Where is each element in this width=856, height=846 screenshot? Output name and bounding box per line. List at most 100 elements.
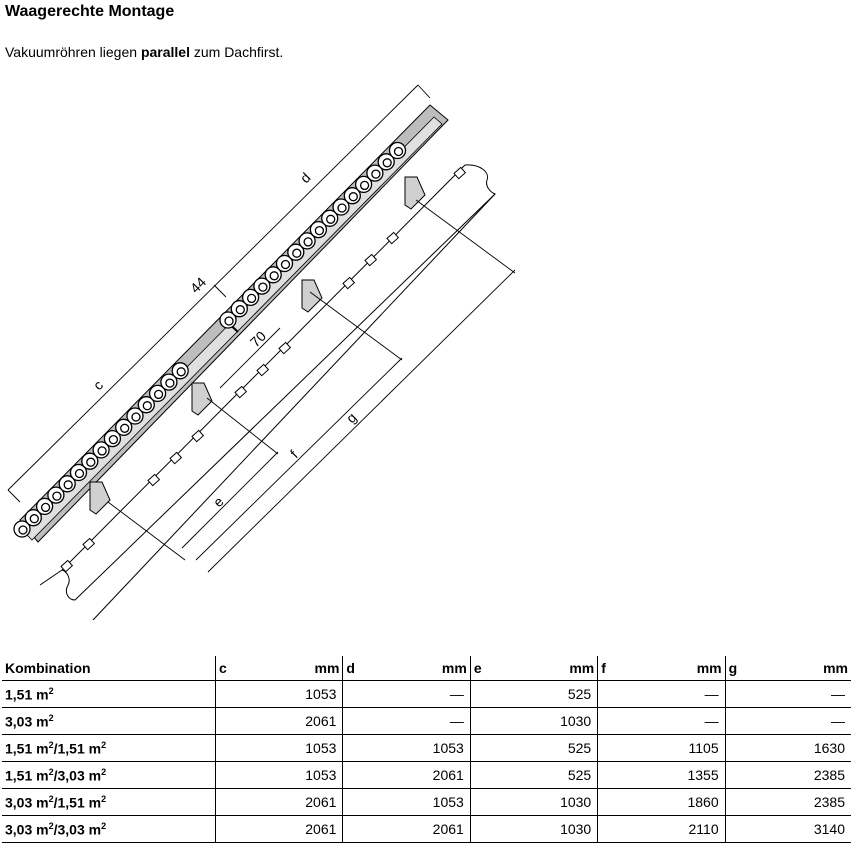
superscript: 2 (48, 685, 54, 696)
row-label-separator: / (53, 821, 58, 838)
header-col-f: f mm (597, 656, 726, 681)
vacuum-tube-inner (235, 305, 245, 315)
vacuum-tubes (13, 141, 407, 538)
vacuum-tube-inner (359, 180, 370, 191)
label-44: 44 (187, 274, 209, 296)
header-col-e: e mm (469, 656, 598, 681)
cell-e: 525 (469, 680, 598, 708)
cell-c: 2061 (214, 788, 343, 816)
header-kombination: Kombination (2, 656, 216, 681)
header-letter: e (473, 660, 482, 676)
cell-c: 2061 (214, 707, 343, 735)
vacuum-tube-inner (176, 367, 186, 377)
roof-outline (39, 164, 496, 621)
vacuum-tube-inner (269, 271, 279, 281)
cell-g: 2385 (724, 788, 851, 816)
vacuum-tube-inner (108, 434, 119, 445)
vacuum-tube-inner (131, 412, 141, 422)
cell-g: 3140 (724, 815, 851, 843)
cell-d: — (342, 680, 471, 708)
vacuum-tube-inner (40, 502, 51, 513)
header-unit: mm (569, 660, 595, 676)
label-70: 70 (247, 328, 269, 350)
header-letter: f (601, 660, 606, 676)
row-label: 3,03 m2 (2, 707, 216, 735)
label-c: c (90, 377, 106, 393)
vacuum-tube-inner (74, 468, 85, 479)
superscript: 2 (101, 820, 107, 831)
row-label-first: 3,03 m (5, 821, 49, 838)
cell-f: — (597, 680, 726, 708)
row-label: 1,51 m2 (2, 680, 216, 708)
cell-e: 1030 (469, 707, 598, 735)
header-unit: mm (823, 660, 848, 676)
cell-d: 2061 (342, 761, 471, 789)
superscript: 2 (101, 766, 107, 777)
vacuum-tube-inner (97, 446, 107, 456)
cell-g: 2385 (724, 761, 851, 789)
row-label-second: 1,51 m (57, 794, 102, 811)
vacuum-tube-inner (314, 225, 325, 236)
header-col-c: c mm (214, 656, 343, 681)
vacuum-tube-inner (29, 514, 39, 524)
vacuum-tube-inner (382, 158, 392, 168)
vacuum-tube-inner (18, 525, 28, 535)
vacuum-tube-inner (120, 423, 130, 433)
superscript: 2 (48, 766, 54, 777)
row-label-separator: / (53, 794, 58, 811)
row-label: 3,03 m2/1,51 m2 (2, 788, 216, 816)
mounting-diagram: d c 44 70 g f e (7, 84, 516, 621)
mounting-brackets (89, 176, 426, 515)
cell-g: 1630 (724, 734, 851, 762)
cell-d: 1053 (342, 788, 471, 816)
label-e: e (210, 493, 227, 510)
vacuum-tube-inner (165, 378, 175, 388)
cell-g: — (724, 707, 851, 735)
header-col-d: d mm (342, 656, 471, 681)
header-letter: c (219, 660, 227, 676)
superscript: 2 (48, 820, 54, 831)
vacuum-tube-inner (63, 480, 73, 490)
cell-f: 2110 (597, 815, 726, 843)
subtitle: Vakuumröhren liegen parallel zum Dachfir… (5, 44, 283, 60)
header-unit: mm (314, 660, 340, 676)
vacuum-tube-inner (153, 389, 164, 400)
cell-e: 1030 (469, 788, 598, 816)
superscript: 2 (101, 793, 107, 804)
row-label-first: 3,03 m (5, 794, 49, 811)
label-d: d (297, 169, 314, 186)
row-label: 1,51 m2/3,03 m2 (2, 761, 216, 789)
superscript: 2 (48, 793, 54, 804)
row-label-first: 1,51 m (5, 767, 49, 784)
page-title: Waagerechte Montage (5, 3, 175, 20)
row-label-separator: / (53, 767, 58, 784)
cell-d: 2061 (342, 815, 471, 843)
vacuum-tube-inner (303, 237, 313, 247)
subtitle-emphasis: parallel (140, 44, 190, 60)
row-label: 1,51 m2/1,51 m2 (2, 734, 216, 762)
cell-e: 525 (469, 734, 598, 762)
header-letter: d (346, 660, 355, 676)
cell-c: 1053 (214, 680, 343, 708)
row-label-second: 1,51 m (57, 740, 102, 757)
header-unit: mm (441, 660, 467, 676)
cell-f: — (597, 707, 726, 735)
tile-marks (60, 166, 467, 573)
cell-e: 525 (469, 761, 598, 789)
row-label-separator: / (53, 740, 58, 757)
vacuum-tube-inner (142, 401, 152, 411)
vacuum-tube-inner (52, 491, 62, 501)
cell-d: — (342, 707, 471, 735)
vacuum-tube-inner (371, 169, 381, 179)
header-unit: mm (696, 660, 722, 676)
row-label: 3,03 m2/3,03 m2 (2, 815, 216, 843)
cell-d: 1053 (342, 734, 471, 762)
row-label-first: 1,51 m (5, 740, 49, 757)
